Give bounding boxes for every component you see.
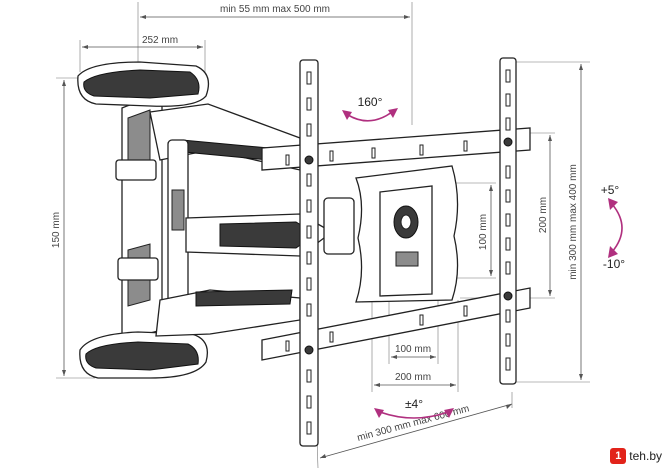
logo-badge: 1 [610, 448, 627, 464]
label-depth: min 55 mm max 500 mm [220, 4, 330, 15]
swivel-arrow-right [388, 108, 398, 118]
swivel-arrow-left [342, 110, 352, 120]
joint-lower [117, 257, 159, 281]
logo-text: teh.by [629, 449, 662, 463]
center-knob-hole [400, 214, 412, 230]
center-plate-inner [379, 185, 433, 297]
angle-tilt-down: -10° [603, 257, 625, 271]
rotate-arrow-right [444, 408, 454, 418]
tilt-arrow-up [608, 198, 618, 210]
label-height: 150 mm [51, 212, 62, 248]
center-latch [395, 251, 419, 267]
tilt-arc [611, 203, 623, 253]
tilt-arrow-down [608, 246, 618, 258]
left-rail-slots [306, 71, 312, 435]
rotate-arrow-left [374, 408, 384, 418]
left-rail-bolt-top [304, 155, 314, 165]
watermark-logo: 1 teh.by [610, 447, 662, 465]
top-crossbar [261, 127, 531, 171]
label-200h: 200 mm [395, 372, 431, 383]
bottom-cap-grip [85, 341, 199, 371]
joint-column-band [171, 189, 185, 231]
left-rail-bolt-bottom [304, 345, 314, 355]
angle-tilt-up: +5° [601, 183, 620, 197]
angle-swivel: 160° [358, 95, 383, 109]
top-cap-grip [83, 69, 200, 99]
lower-arm-shade [195, 289, 293, 307]
bottom-crossbar [261, 287, 531, 361]
right-rail-bolt-top [503, 137, 513, 147]
label-arm-width: 252 mm [142, 35, 178, 46]
label-100v: 100 mm [478, 214, 489, 250]
right-rail-slots [505, 69, 511, 371]
label-200v: 200 mm [538, 197, 549, 233]
swivel-arc [347, 111, 393, 122]
label-rail-height: min 300 mm max 400 mm [568, 164, 579, 280]
right-rail-bolt-bottom [503, 291, 513, 301]
dim-line-bottom [319, 403, 513, 459]
joint-upper [115, 159, 157, 181]
crossbar-holes [285, 140, 468, 352]
rotate-arc [379, 411, 449, 419]
angle-rotate: ±4° [405, 397, 423, 411]
arm-hub [323, 197, 355, 255]
label-100h: 100 mm [395, 344, 431, 355]
